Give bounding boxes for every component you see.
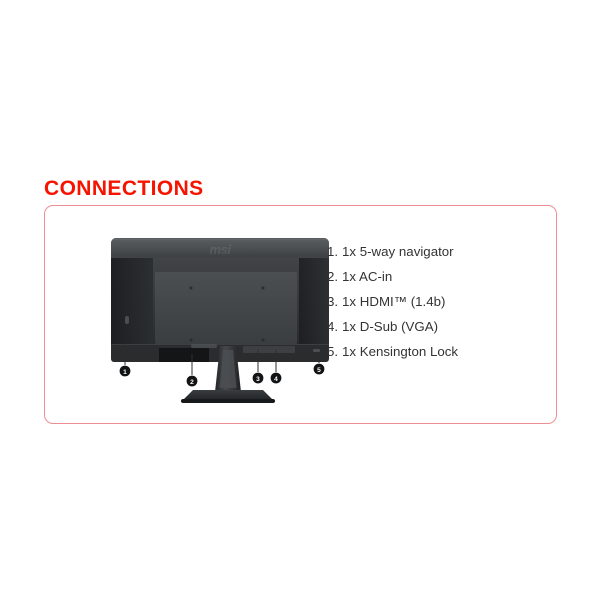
list-item-label: 1x HDMI™ (1.4b) [342,294,446,309]
list-item-number: 1. [327,244,339,259]
chassis-left-block [111,258,153,350]
callout-3: 3 [252,372,264,384]
list-item: 3.1x HDMI™ (1.4b) [327,289,458,314]
list-item-label: 1x D-Sub (VGA) [342,319,439,334]
svg-text:1: 1 [123,369,127,376]
list-item: 2.1x AC-in [327,264,458,289]
port-recess-left [159,348,209,362]
navigator-button [125,316,129,324]
callout-2: 2 [186,375,198,387]
list-item-label: 1x Kensington Lock [342,344,459,359]
svg-text:msi: msi [210,242,232,257]
list-item-number: 5. [327,344,339,359]
callout-5: 5 [313,363,325,375]
callout-4: 4 [270,372,282,384]
list-item-number: 2. [327,269,339,284]
callout-1: 1 [119,365,131,377]
connections-list: 1.1x 5-way navigator 2.1x AC-in 3.1x HDM… [327,239,458,364]
chassis-right-block [299,258,329,350]
list-item: 1.1x 5-way navigator [327,239,458,264]
page-title: CONNECTIONS [44,177,204,201]
list-item-label: 1x AC-in [342,269,393,284]
svg-text:4: 4 [274,376,278,383]
callout-badges: 1 2 3 4 5 [119,363,325,387]
kensington-lock-slot [313,349,320,352]
msi-logo: msi [210,242,232,257]
svg-text:3: 3 [256,376,260,383]
list-item-number: 3. [327,294,339,309]
port-recess-right [243,346,295,353]
connections-panel: msi [44,205,557,424]
list-item: 4.1x D-Sub (VGA) [327,314,458,339]
list-item: 5.1x Kensington Lock [327,339,458,364]
callout-leader-lines [124,344,320,375]
monitor-rear-view-figure: msi [103,232,353,407]
list-item-label: 1x 5-way navigator [342,244,454,259]
svg-text:2: 2 [190,379,194,386]
list-item-number: 4. [327,319,339,334]
monitor-stand-base [181,390,275,403]
svg-text:5: 5 [317,367,321,374]
monitor-stand-neck [215,346,241,392]
chassis-center-plate [155,272,297,344]
